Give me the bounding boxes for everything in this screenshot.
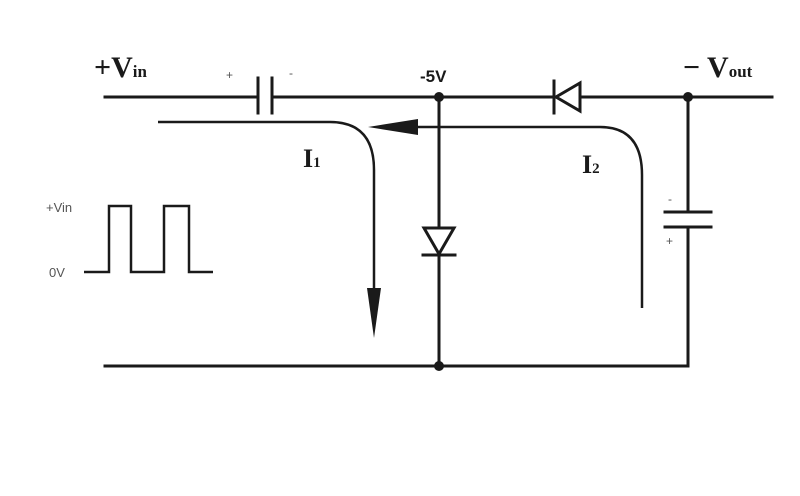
current-i1-path [158, 120, 376, 300]
vout-label: − Vout [683, 51, 753, 84]
square-wave-signal [84, 204, 213, 274]
current-i1-label-main: I [303, 144, 313, 173]
vout-label-subscript: out [729, 62, 753, 81]
current-i2-arrowhead [368, 119, 418, 135]
vin-label: +Vin [94, 51, 147, 84]
vin-label-main: +V [94, 51, 133, 84]
input-capacitor [256, 76, 274, 115]
output-capacitor-minus-label: - [668, 192, 672, 206]
current-i2-label: I2 [582, 150, 600, 179]
input-capacitor-plus-label: + [226, 68, 233, 82]
square-wave-high-label: +Vin [46, 200, 72, 215]
input-capacitor-minus-label: - [289, 66, 293, 80]
shunt-diode [421, 226, 457, 258]
square-wave-low-label: 0V [49, 265, 65, 280]
current-i1-label-subscript: 1 [313, 155, 321, 171]
current-i2-label-subscript: 2 [592, 161, 600, 177]
current-i2-path [410, 125, 644, 308]
output-capacitor-plus-label: + [666, 234, 673, 248]
node-voltage-label: -5V [420, 67, 447, 86]
vin-label-subscript: in [133, 62, 148, 81]
current-i1-arrowhead [367, 288, 381, 338]
vout-label-main: − V [683, 51, 729, 84]
current-i2-label-main: I [582, 150, 592, 179]
current-i1-label: I1 [303, 144, 321, 173]
series-diode [552, 79, 582, 115]
output-capacitor [663, 210, 713, 229]
